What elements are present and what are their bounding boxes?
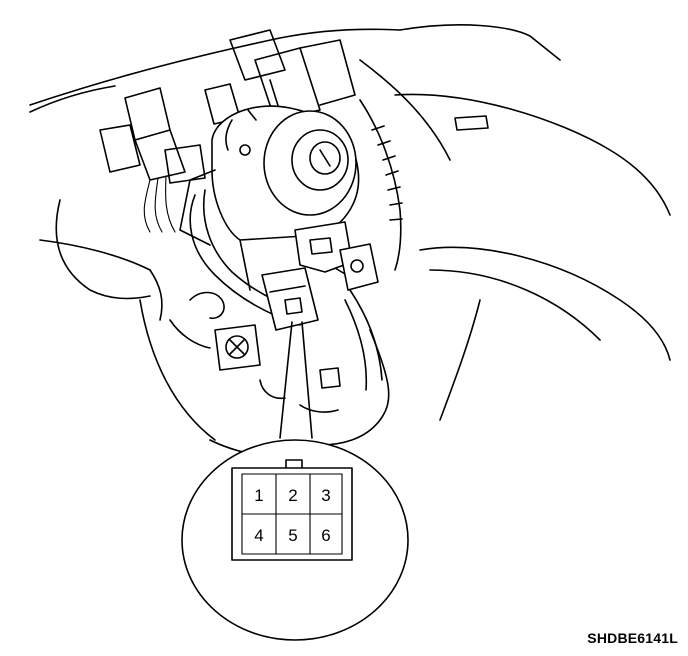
pin-1-label: 1 bbox=[254, 486, 263, 505]
connector-detail-callout bbox=[181, 439, 409, 641]
lower-column bbox=[169, 319, 341, 413]
pin-2-label: 2 bbox=[288, 486, 297, 505]
pin-4-label: 4 bbox=[254, 526, 263, 545]
column-cover-ribs bbox=[359, 99, 403, 271]
pin-6-label: 6 bbox=[321, 526, 330, 545]
wiring-connectors bbox=[99, 29, 356, 233]
figure-code: SHDBE6141L bbox=[587, 630, 678, 646]
mounting-screw bbox=[189, 291, 261, 371]
connector-pins: 1 2 3 4 5 6 bbox=[254, 486, 330, 545]
ignition-switch-body bbox=[179, 105, 360, 326]
pin-3-label: 3 bbox=[321, 486, 330, 505]
switch-bracket bbox=[261, 221, 383, 391]
leader-line bbox=[279, 321, 313, 439]
column-housing-outline bbox=[29, 24, 671, 461]
pin-5-label: 5 bbox=[288, 526, 297, 545]
